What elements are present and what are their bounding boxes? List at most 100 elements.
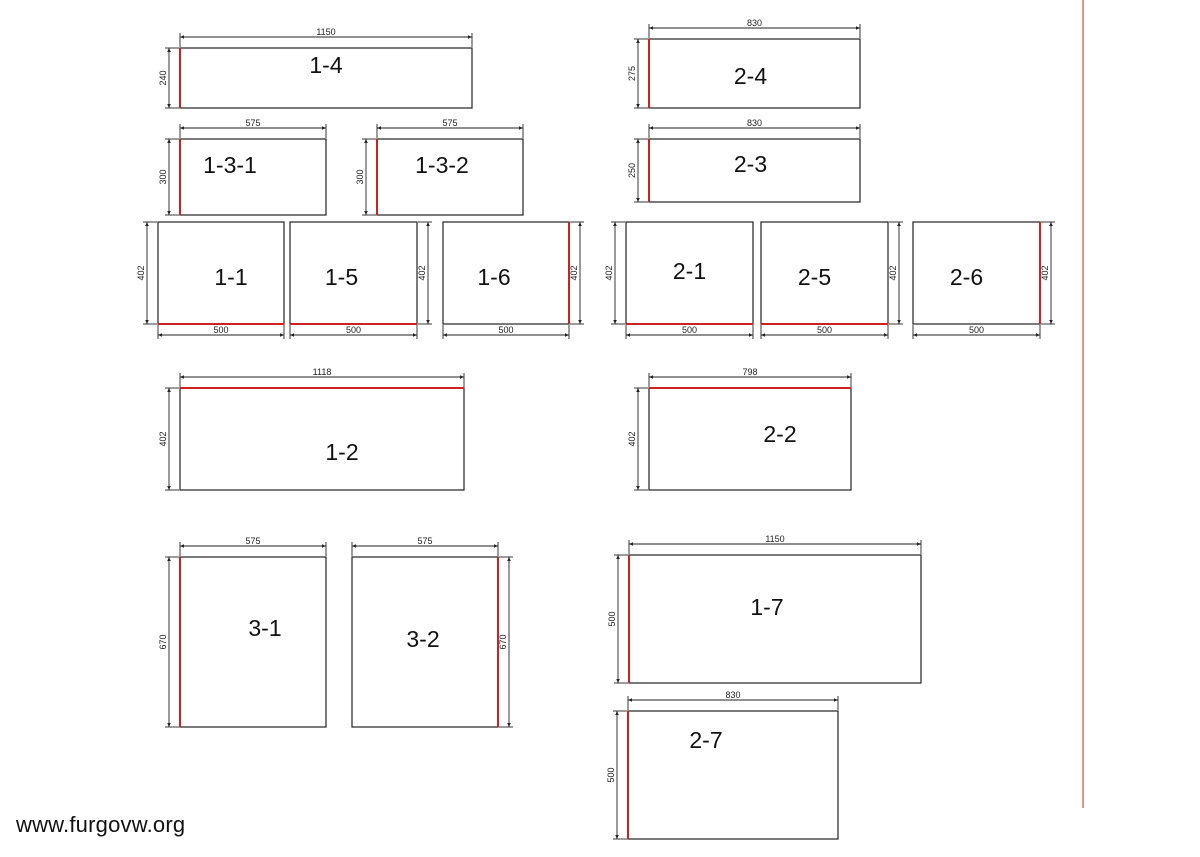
width-arrowhead — [761, 333, 765, 337]
panel-label: 3-1 — [248, 615, 281, 641]
width-arrowhead — [158, 333, 162, 337]
panel-2-3: 830 250 2-3 — [627, 118, 861, 203]
width-arrowhead — [649, 375, 653, 379]
panel-outline — [648, 387, 852, 491]
width-arrowhead — [180, 126, 184, 130]
width-dimension-label: 798 — [742, 367, 757, 377]
width-arrowhead — [847, 375, 851, 379]
height-arrowhead — [507, 723, 511, 727]
height-dimension-label: 402 — [888, 265, 898, 280]
height-arrowhead — [426, 320, 430, 324]
width-dimension-label: 500 — [213, 325, 228, 335]
panel-2-1: 500 402 2-1 — [604, 221, 754, 339]
height-arrowhead — [616, 679, 620, 683]
width-arrowhead — [280, 333, 284, 337]
height-arrowhead — [1049, 320, 1053, 324]
panel-1-3-2: 575 300 1-3-2 — [355, 118, 524, 216]
width-dimension-label: 500 — [498, 325, 513, 335]
height-arrowhead — [616, 555, 620, 559]
panel-label: 2-7 — [689, 727, 722, 753]
height-arrowhead — [578, 320, 582, 324]
width-dimension-label: 1150 — [765, 534, 784, 544]
width-arrowhead — [322, 544, 326, 548]
width-arrowhead — [468, 35, 472, 39]
width-arrowhead — [443, 333, 447, 337]
height-dimension-label: 300 — [158, 169, 168, 184]
width-arrowhead — [1036, 333, 1040, 337]
panel-label: 1-3-1 — [203, 152, 257, 178]
height-arrowhead — [636, 486, 640, 490]
height-arrowhead — [145, 222, 149, 226]
panel-label: 2-6 — [950, 264, 983, 290]
height-dimension-label: 275 — [627, 66, 637, 81]
height-arrowhead — [578, 222, 582, 226]
height-dimension-label: 250 — [627, 163, 637, 178]
width-arrowhead — [565, 333, 569, 337]
height-dimension-label: 402 — [158, 431, 168, 446]
width-arrowhead — [519, 126, 523, 130]
panel-label: 2-1 — [673, 258, 706, 284]
width-arrowhead — [917, 542, 921, 546]
height-arrowhead — [636, 198, 640, 202]
width-arrowhead — [649, 26, 653, 30]
height-arrowhead — [167, 486, 171, 490]
width-dimension-label: 1118 — [313, 367, 332, 377]
width-arrowhead — [180, 35, 184, 39]
height-dimension-label: 402 — [1040, 265, 1050, 280]
panel-label: 3-2 — [406, 626, 439, 652]
width-arrowhead — [180, 375, 184, 379]
panel-label: 1-3-2 — [415, 152, 469, 178]
height-dimension-label: 402 — [627, 431, 637, 446]
width-arrowhead — [749, 333, 753, 337]
height-arrowhead — [636, 388, 640, 392]
width-arrowhead — [884, 333, 888, 337]
width-dimension-label: 500 — [969, 325, 984, 335]
width-dimension-label: 830 — [747, 118, 762, 128]
width-arrowhead — [460, 375, 464, 379]
height-arrowhead — [167, 211, 171, 215]
width-arrowhead — [629, 542, 633, 546]
height-arrowhead — [897, 222, 901, 226]
width-arrowhead — [913, 333, 917, 337]
height-dimension-label: 402 — [569, 265, 579, 280]
panel-outline — [627, 710, 839, 840]
width-dimension-label: 575 — [245, 118, 260, 128]
height-dimension-label: 402 — [417, 265, 427, 280]
width-arrowhead — [290, 333, 294, 337]
width-arrowhead — [377, 126, 381, 130]
width-dimension-label: 500 — [817, 325, 832, 335]
width-arrowhead — [626, 333, 630, 337]
panel-outline — [179, 387, 465, 491]
width-arrowhead — [856, 126, 860, 130]
height-arrowhead — [167, 388, 171, 392]
width-arrowhead — [628, 698, 632, 702]
height-arrowhead — [167, 723, 171, 727]
height-dimension-label: 670 — [498, 634, 508, 649]
height-arrowhead — [507, 557, 511, 561]
width-arrowhead — [494, 544, 498, 548]
height-dimension-label: 300 — [355, 169, 365, 184]
width-arrowhead — [834, 698, 838, 702]
height-dimension-label: 402 — [136, 265, 146, 280]
panel-label: 2-3 — [734, 151, 767, 177]
width-arrowhead — [649, 126, 653, 130]
width-dimension-label: 500 — [682, 325, 697, 335]
panel-label: 1-6 — [477, 264, 510, 290]
width-dimension-label: 500 — [346, 325, 361, 335]
width-dimension-label: 830 — [725, 690, 740, 700]
width-dimension-label: 1150 — [316, 27, 335, 37]
height-arrowhead — [613, 320, 617, 324]
width-dimension-label: 575 — [442, 118, 457, 128]
height-arrowhead — [636, 139, 640, 143]
panel-label: 1-2 — [325, 439, 358, 465]
height-arrowhead — [897, 320, 901, 324]
height-dimension-label: 402 — [604, 265, 614, 280]
